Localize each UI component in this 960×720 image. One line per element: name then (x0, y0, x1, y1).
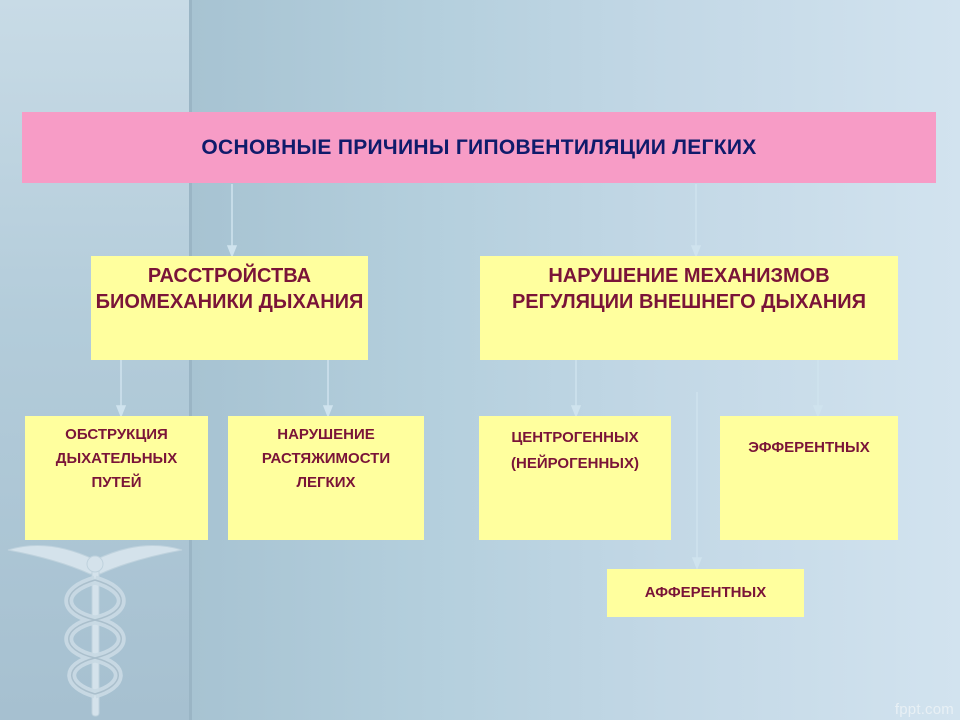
node-afferent-label: АФФЕРЕНТНЫХ (644, 584, 767, 601)
node-biomechanics-label: РАССТРОЙСТВА БИОМЕХАНИКИ ДЫХАНИЯ (95, 265, 364, 313)
node-compliance-label: НАРУШЕНИЕ РАСТЯЖИМОСТИ ЛЕГКИХ (261, 426, 391, 491)
node-efferent-label: ЭФФЕРЕНТНЫХ (748, 439, 870, 456)
diagram-title: ОСНОВНЫЕ ПРИЧИНЫ ГИПОВЕНТИЛЯЦИИ ЛЕГКИХ (22, 112, 936, 183)
panel-divider (189, 0, 192, 720)
caduceus-icon (7, 544, 183, 717)
node-regulation-label: НАРУШЕНИЕ МЕХАНИЗМОВ РЕГУЛЯЦИИ ВНЕШНЕГО … (511, 265, 867, 313)
node-regulation: НАРУШЕНИЕ МЕХАНИЗМОВ РЕГУЛЯЦИИ ВНЕШНЕГО … (480, 256, 898, 360)
fppt-logo[interactable]: fppt.com (894, 701, 954, 718)
diagram-title-text: ОСНОВНЫЕ ПРИЧИНЫ ГИПОВЕНТИЛЯЦИИ ЛЕГКИХ (201, 135, 757, 159)
node-centrogenic: ЦЕНТРОГЕННЫХ (НЕЙРОГЕННЫХ) (479, 416, 671, 540)
node-obstruction: ОБСТРУКЦИЯ ДЫХАТЕЛЬНЫХ ПУТЕЙ (25, 416, 208, 540)
node-efferent: ЭФФЕРЕНТНЫХ (720, 416, 898, 540)
node-afferent: АФФЕРЕНТНЫХ (607, 569, 804, 617)
node-compliance: НАРУШЕНИЕ РАСТЯЖИМОСТИ ЛЕГКИХ (228, 416, 424, 540)
node-obstruction-label: ОБСТРУКЦИЯ ДЫХАТЕЛЬНЫХ ПУТЕЙ (55, 426, 178, 491)
node-biomechanics: РАССТРОЙСТВА БИОМЕХАНИКИ ДЫХАНИЯ (91, 256, 368, 360)
node-centrogenic-label: ЦЕНТРОГЕННЫХ (НЕЙРОГЕННЫХ) (511, 429, 639, 472)
